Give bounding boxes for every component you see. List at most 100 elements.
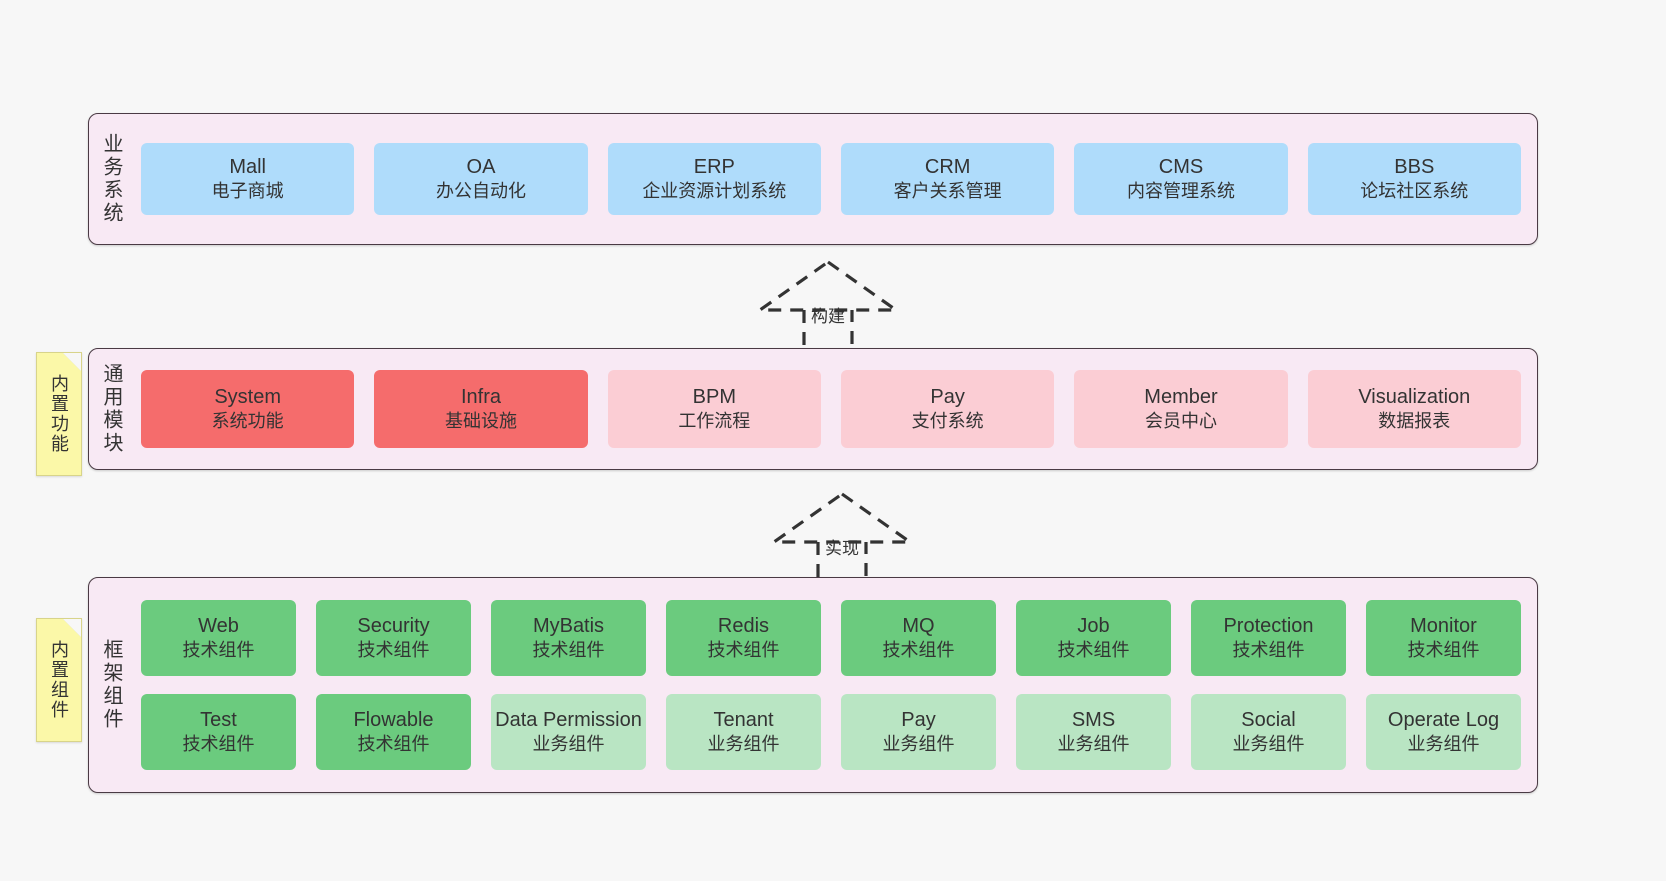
node-job[interactable]: Job 技术组件: [1016, 600, 1171, 676]
node-subtitle: 数据报表: [1378, 411, 1451, 432]
node-title: System: [214, 386, 281, 409]
node-mq[interactable]: MQ 技术组件: [841, 600, 996, 676]
layer-common-modules: 通用模块 System 系统功能 Infra 基础设施 BPM 工作流程 Pay…: [88, 348, 1538, 470]
node-title: OA: [466, 156, 496, 179]
node-title: MQ: [902, 615, 935, 638]
node-subtitle: 业务组件: [1057, 734, 1130, 755]
node-flowable[interactable]: Flowable 技术组件: [316, 694, 471, 770]
node-row: Test 技术组件 Flowable 技术组件 Data Permission …: [141, 694, 1521, 770]
node-subtitle: 业务组件: [1232, 734, 1305, 755]
node-subtitle: 系统功能: [211, 411, 284, 432]
node-visualization[interactable]: Visualization 数据报表: [1307, 370, 1521, 448]
layer-body-framework-components: Web 技术组件 Security 技术组件 MyBatis 技术组件 Redi…: [133, 578, 1537, 792]
layer-body-common-modules: System 系统功能 Infra 基础设施 BPM 工作流程 Pay 支付系统…: [133, 349, 1537, 469]
note-builtin-components: 内置组件: [36, 618, 82, 742]
node-erp[interactable]: ERP 企业资源计划系统: [607, 143, 821, 215]
node-title: Redis: [717, 615, 770, 638]
node-member[interactable]: Member 会员中心: [1074, 370, 1288, 448]
node-subtitle: 论坛社区系统: [1360, 181, 1469, 202]
node-system[interactable]: System 系统功能: [141, 370, 355, 448]
node-mall[interactable]: Mall 电子商城: [141, 143, 355, 215]
node-subtitle: 基础设施: [444, 411, 517, 432]
layer-title-business-systems: 业务系统: [100, 133, 122, 225]
note-builtin-functions: 内置功能: [36, 352, 82, 476]
node-title: BPM: [692, 386, 736, 409]
node-subtitle: 业务组件: [532, 734, 605, 755]
node-subtitle: 电子商城: [211, 181, 284, 202]
node-subtitle: 技术组件: [532, 640, 605, 661]
node-subtitle: 办公自动化: [435, 181, 526, 202]
node-subtitle: 技术组件: [357, 734, 430, 755]
node-subtitle: 技术组件: [1407, 640, 1480, 661]
node-crm[interactable]: CRM 客户关系管理: [840, 143, 1055, 215]
node-title: Infra: [460, 386, 501, 409]
node-title: ERP: [693, 156, 735, 179]
connector-label: 构建: [811, 307, 845, 326]
node-subtitle: 客户关系管理: [893, 181, 1002, 202]
node-title: Visualization: [1358, 386, 1471, 409]
node-title: Pay: [901, 709, 936, 732]
node-subtitle: 技术组件: [707, 640, 780, 661]
node-cms[interactable]: CMS 内容管理系统: [1074, 143, 1288, 215]
node-subtitle: 业务组件: [882, 734, 955, 755]
node-pay-component[interactable]: Pay 业务组件: [841, 694, 996, 770]
node-title: Test: [200, 709, 237, 732]
node-subtitle: 企业资源计划系统: [642, 181, 787, 202]
node-test[interactable]: Test 技术组件: [141, 694, 296, 770]
node-subtitle: 工作流程: [678, 411, 751, 432]
layer-body-business-systems: Mall 电子商城 OA 办公自动化 ERP 企业资源计划系统 CRM 客户关系…: [133, 114, 1537, 244]
node-bpm[interactable]: BPM 工作流程: [607, 370, 821, 448]
node-row: Mall 电子商城 OA 办公自动化 ERP 企业资源计划系统 CRM 客户关系…: [141, 143, 1521, 215]
node-subtitle: 技术组件: [882, 640, 955, 661]
node-subtitle: 技术组件: [1232, 640, 1305, 661]
node-title: SMS: [1071, 709, 1116, 732]
note-label: 内置组件: [49, 640, 69, 720]
node-social[interactable]: Social 业务组件: [1191, 694, 1346, 770]
node-title: Security: [357, 615, 430, 638]
node-sms[interactable]: SMS 业务组件: [1016, 694, 1171, 770]
node-data-permission[interactable]: Data Permission 业务组件: [491, 694, 646, 770]
node-subtitle: 支付系统: [911, 411, 984, 432]
node-subtitle: 业务组件: [707, 734, 780, 755]
layer-business-systems: 业务系统 Mall 电子商城 OA 办公自动化 ERP 企业资源计划系统 CRM…: [88, 113, 1538, 245]
node-title: Member: [1144, 386, 1218, 409]
node-title: Mall: [229, 156, 266, 179]
node-mybatis[interactable]: MyBatis 技术组件: [491, 600, 646, 676]
connector-build: 构建: [748, 258, 908, 362]
node-redis[interactable]: Redis 技术组件: [666, 600, 821, 676]
node-subtitle: 技术组件: [357, 640, 430, 661]
node-title: BBS: [1394, 156, 1435, 179]
node-title: Protection: [1223, 615, 1314, 638]
node-title: MyBatis: [532, 615, 605, 638]
node-operate-log[interactable]: Operate Log 业务组件: [1366, 694, 1521, 770]
node-title: Operate Log: [1387, 709, 1500, 732]
node-pay-module[interactable]: Pay 支付系统: [840, 370, 1055, 448]
node-tenant[interactable]: Tenant 业务组件: [666, 694, 821, 770]
node-title: Data Permission: [495, 709, 642, 732]
layer-title-common-modules: 通用模块: [100, 363, 122, 455]
node-title: Monitor: [1410, 615, 1477, 638]
connector-implement: 实现: [762, 490, 922, 594]
node-subtitle: 技术组件: [1057, 640, 1130, 661]
node-security[interactable]: Security 技术组件: [316, 600, 471, 676]
node-title: Tenant: [713, 709, 774, 732]
node-title: CRM: [924, 156, 971, 179]
node-row: Web 技术组件 Security 技术组件 MyBatis 技术组件 Redi…: [141, 600, 1521, 676]
layer-title-framework-components: 框架组件: [100, 639, 122, 731]
node-bbs[interactable]: BBS 论坛社区系统: [1307, 143, 1521, 215]
node-title: CMS: [1158, 156, 1204, 179]
node-monitor[interactable]: Monitor 技术组件: [1366, 600, 1521, 676]
connector-label: 实现: [825, 539, 859, 558]
node-subtitle: 会员中心: [1144, 411, 1217, 432]
node-subtitle: 业务组件: [1407, 734, 1480, 755]
node-protection[interactable]: Protection 技术组件: [1191, 600, 1346, 676]
node-oa[interactable]: OA 办公自动化: [374, 143, 588, 215]
layer-framework-components: 框架组件 Web 技术组件 Security 技术组件 MyBatis 技术组件…: [88, 577, 1538, 793]
node-infra[interactable]: Infra 基础设施: [374, 370, 588, 448]
node-web[interactable]: Web 技术组件: [141, 600, 296, 676]
node-subtitle: 技术组件: [182, 640, 255, 661]
note-label: 内置功能: [49, 374, 69, 454]
node-row: System 系统功能 Infra 基础设施 BPM 工作流程 Pay 支付系统…: [141, 370, 1521, 448]
node-title: Flowable: [353, 709, 434, 732]
node-title: Job: [1077, 615, 1110, 638]
